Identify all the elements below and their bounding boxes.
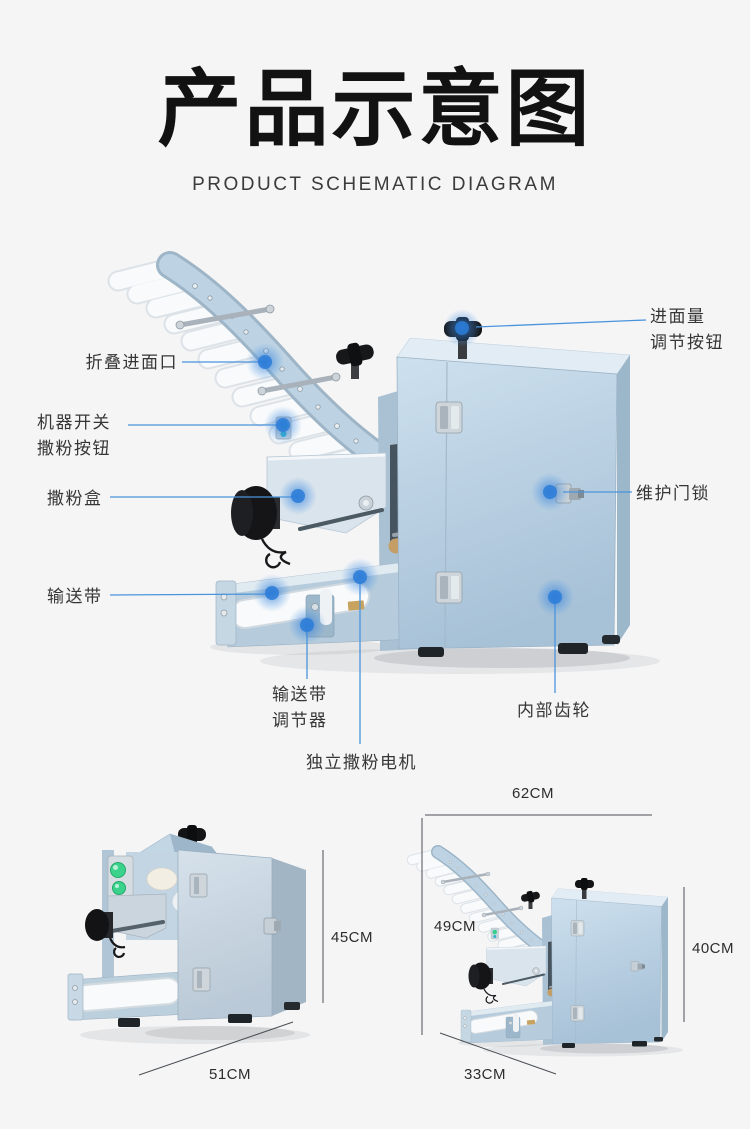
callout-lines xyxy=(109,319,647,744)
callout-line-conveyor-belt xyxy=(109,593,273,596)
callout-label-conveyor-adjuster: 输送带 调节器 xyxy=(272,682,328,734)
dimension-label-front-width: 51CM xyxy=(209,1066,252,1083)
page-title: 产品示意图 xyxy=(157,62,593,156)
callout-label-flour-box: 撒粉盒 xyxy=(47,489,103,508)
callout-label-feed-adjust-knob-line1: 进面量 xyxy=(650,307,706,326)
callout-label-machine-switch-line2: 撒粉按钮 xyxy=(37,439,111,458)
dimension-label-front-height: 45CM xyxy=(331,929,374,946)
callout-dot-door-lock xyxy=(531,473,569,511)
dimension-label-side-left-height: 49CM xyxy=(434,918,477,935)
callout-label-flour-motor: 独立撒粉电机 xyxy=(306,753,417,772)
callout-label-fold-feed-inlet: 折叠进面口 xyxy=(85,353,178,372)
main-schematic-illustration xyxy=(0,230,750,744)
callout-label-feed-adjust-knob-line2: 调节按钮 xyxy=(650,333,724,352)
callout-label-feed-adjust-knob: 进面量 调节按钮 xyxy=(650,304,724,356)
dimension-label-side-top-width: 62CM xyxy=(512,785,555,802)
callout-label-conveyor-belt: 输送带 xyxy=(47,587,103,606)
callout-dot-fold-feed-inlet xyxy=(246,343,284,381)
dimension-label-side-right-height: 40CM xyxy=(692,940,735,957)
callout-label-door-lock: 维护门锁 xyxy=(636,484,710,503)
callout-dot-conveyor-adjuster xyxy=(288,606,326,644)
dimension-views-illustration xyxy=(0,790,750,1076)
callout-dot-machine-switch xyxy=(264,406,302,444)
dimension-label-side-depth: 33CM xyxy=(464,1066,507,1083)
callout-dot-flour-motor xyxy=(341,558,379,596)
page-subtitle: PRODUCT SCHEMATIC DIAGRAM xyxy=(192,174,558,195)
callout-label-machine-switch-line1: 机器开关 xyxy=(37,413,111,432)
callout-dot-conveyor-belt xyxy=(253,574,291,612)
callout-label-conveyor-adjuster-line1: 输送带 xyxy=(272,685,328,704)
callout-dot-flour-box xyxy=(279,477,317,515)
callout-dot-feed-adjust-knob xyxy=(443,309,481,347)
callout-dots xyxy=(246,309,574,644)
dimension-line-front-width xyxy=(138,1021,294,1076)
dimension-lines xyxy=(138,814,685,1076)
dimension-line-side-depth xyxy=(439,1032,557,1075)
callout-dot-internal-gear xyxy=(536,578,574,616)
callout-label-machine-switch: 机器开关 撒粉按钮 xyxy=(37,410,111,462)
callout-label-conveyor-adjuster-line2: 调节器 xyxy=(272,711,328,730)
callout-label-internal-gear: 内部齿轮 xyxy=(517,701,591,720)
callout-line-feed-adjust-knob xyxy=(475,319,647,328)
